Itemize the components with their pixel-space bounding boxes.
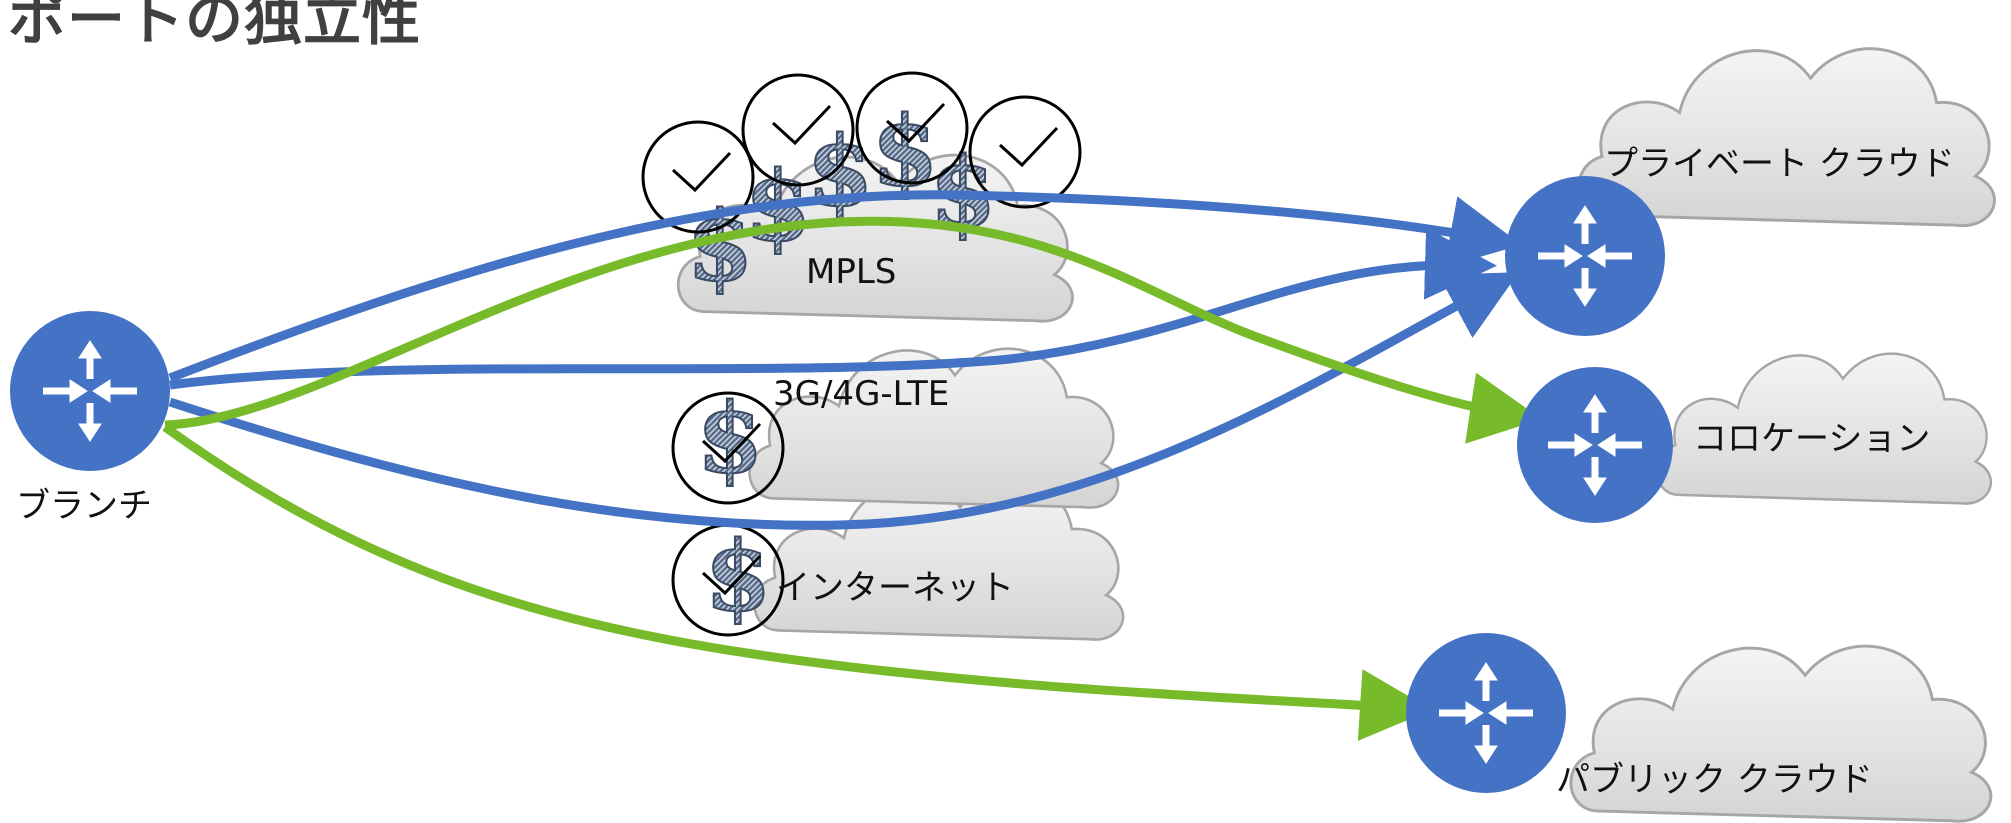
- router-icon: [1505, 176, 1665, 336]
- cloud-icon: [748, 347, 1120, 509]
- check-icon: [741, 73, 855, 187]
- branch-label: ブランチ: [16, 486, 152, 526]
- mpls-label: MPLS: [806, 252, 897, 292]
- dollar-icon: $: [697, 382, 764, 495]
- router-icon: [10, 311, 170, 471]
- dollar-icon: $: [872, 95, 939, 208]
- public-cloud-label: パブリック クラウド: [1556, 760, 1873, 800]
- internet-label: インターネット: [776, 568, 1014, 608]
- check-icon: [641, 120, 755, 234]
- path-branch-mpls-to-colocation: [164, 216, 1542, 444]
- check-icon: [855, 71, 969, 185]
- path-branch-internet-to-public-cloud: [162, 423, 1432, 742]
- path-branch-lte-to-private-cloud: [169, 227, 1497, 390]
- check-icon: [968, 95, 1082, 209]
- lte-label: 3G/4G-LTE: [773, 374, 950, 414]
- dollar-icon: $: [807, 115, 874, 228]
- dollar-icon: $: [705, 520, 772, 633]
- colocation-label: コロケーション: [1693, 419, 1931, 459]
- router-icon: [1406, 633, 1566, 793]
- check-icon: [671, 391, 785, 505]
- path-branch-to-private-cloud: [168, 190, 1522, 383]
- path-branch-internet-to-private-cloud: [168, 272, 1519, 530]
- router-icon: [1517, 367, 1673, 523]
- private-cloud-label: プライベート クラウド: [1604, 144, 1955, 184]
- page-title: ポートの独立性: [8, 0, 422, 53]
